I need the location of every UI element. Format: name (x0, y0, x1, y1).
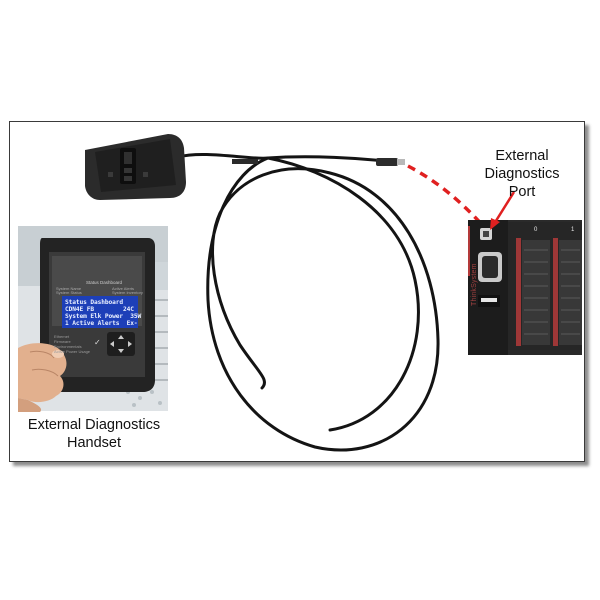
cable-connector (376, 158, 405, 166)
handset-label-line-1: External Diagnostics (27, 417, 161, 433)
panel-menu-4: System Inventory (112, 290, 143, 295)
panel-menu-7: Environmentals (54, 344, 82, 349)
lcd-screen (62, 296, 138, 328)
port-arrow (490, 191, 516, 230)
panel-menu-5: Ethernet (54, 334, 70, 339)
port-label-line-3: Port (508, 184, 536, 200)
external-diagnostics-port-label: External Diagnostics Port (472, 147, 572, 201)
handset-device (85, 134, 186, 200)
lcd-line-2: CDN4E FB 24C (65, 306, 134, 313)
panel-menu-6: Firmware (54, 339, 71, 344)
bay-number-1: 1 (571, 227, 575, 233)
nav-pad (107, 332, 135, 356)
port-label-line-1: External (495, 148, 549, 164)
server-brand: ThinkSystem (471, 263, 478, 306)
server-photo (468, 220, 582, 355)
diagnostics-cable (176, 153, 440, 452)
handset-photo: ✓ (18, 226, 168, 412)
connection-dashed-line (407, 164, 487, 230)
port-label-line-2: Diagnostics (484, 166, 560, 182)
handset-label-line-2: Handset (66, 435, 121, 451)
panel-menu-8: Active Power Usage (54, 349, 91, 354)
external-diagnostics-handset-label: External Diagnostics Handset (14, 416, 174, 452)
panel-menu-2: System Status (56, 290, 82, 295)
bay-number-0: 0 (534, 227, 538, 233)
lcd-line-4: 1 Active Alerts Ex- (65, 320, 138, 327)
lcd-line-3: System Elk Power 35W (65, 313, 142, 320)
panel-header: Status Dashboard (86, 280, 123, 285)
lcd-line-1: Status Dashboard (65, 299, 124, 306)
panel-menu-1: System Name (56, 286, 82, 291)
panel-menu-3: Active Alerts (112, 286, 135, 291)
svg-text:✓: ✓ (94, 338, 101, 347)
cable-label-sleeve (232, 159, 258, 164)
